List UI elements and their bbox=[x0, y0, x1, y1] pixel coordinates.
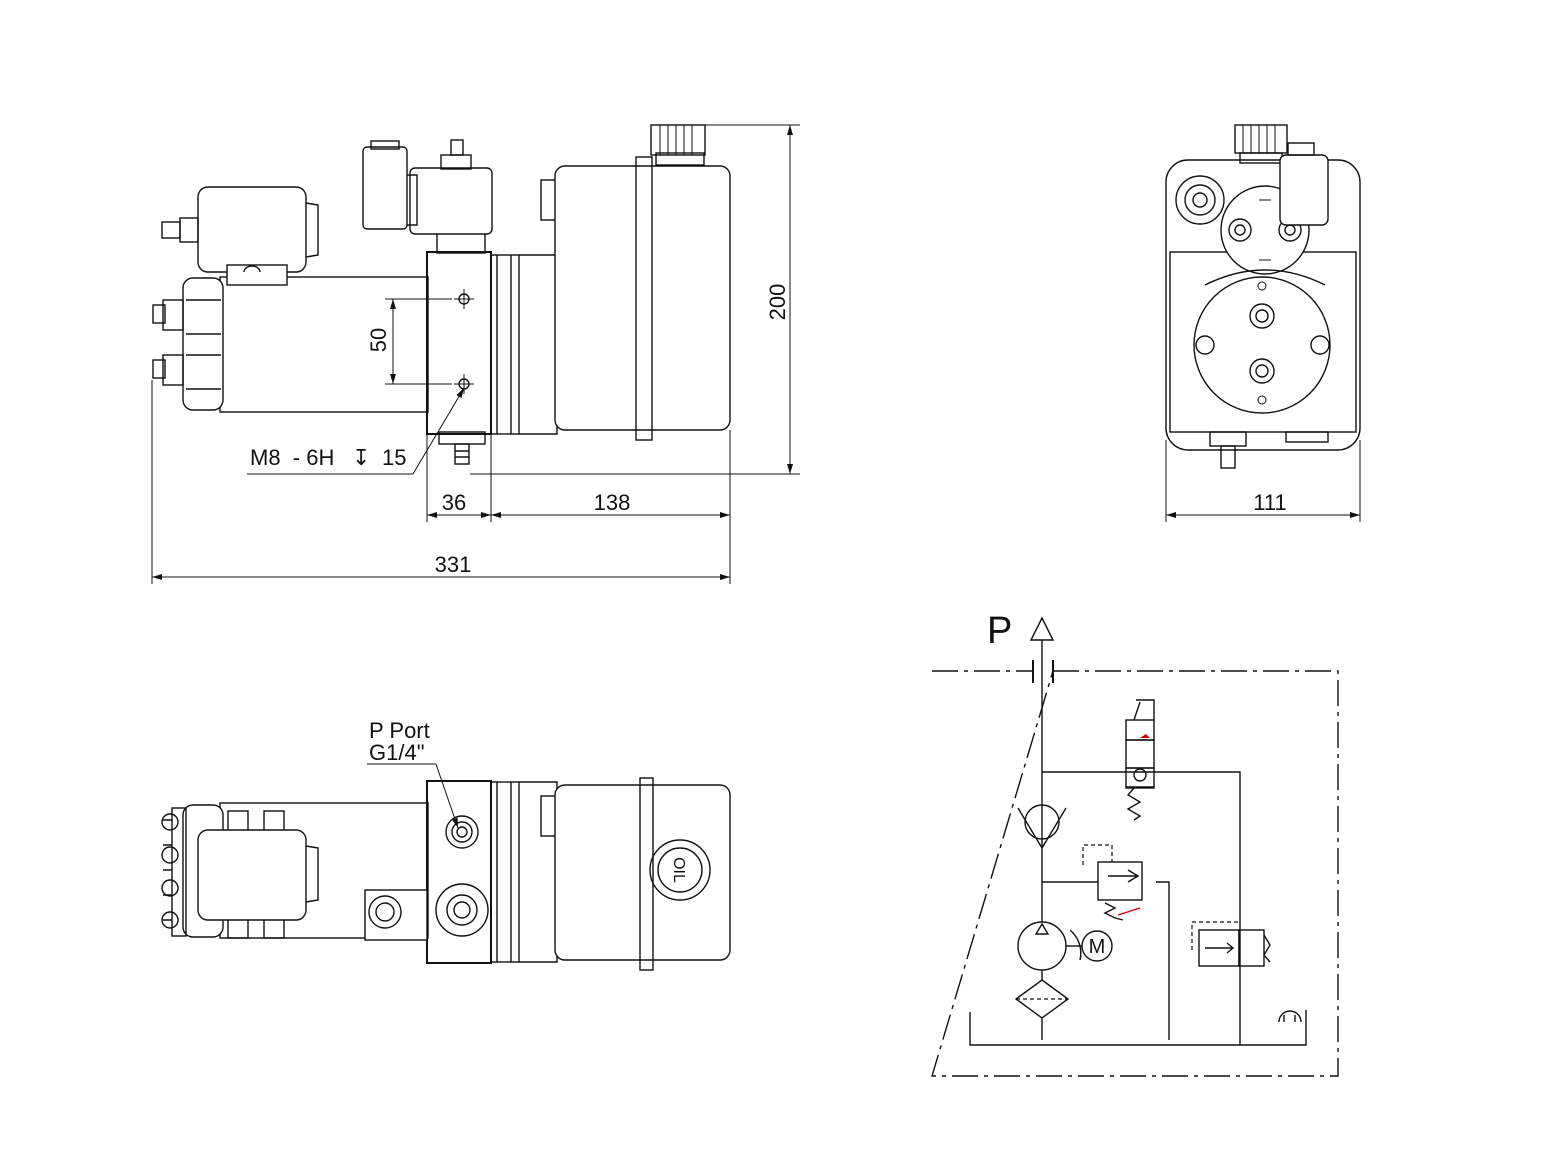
hole-spacing-dimension: 50 bbox=[366, 328, 391, 352]
thread-spec: M8 - 6H bbox=[250, 445, 334, 470]
pressure-port-label: P bbox=[987, 610, 1012, 652]
end-dimensions: 111 bbox=[1165, 440, 1361, 522]
tank bbox=[490, 124, 731, 441]
motor-label: M bbox=[1089, 936, 1106, 958]
filter-symbol bbox=[1014, 970, 1070, 1040]
tank-length-dimension: 138 bbox=[594, 490, 631, 515]
end-view bbox=[1165, 124, 1361, 469]
relief-valve-symbol bbox=[1082, 844, 1143, 921]
check-valve-symbol bbox=[1017, 804, 1067, 850]
pump-motor-symbol: M bbox=[1017, 921, 1113, 971]
directional-valve bbox=[362, 139, 493, 254]
end-width-dimension: 111 bbox=[1253, 490, 1286, 515]
pump-block bbox=[426, 251, 492, 465]
port-label-line1: P Port bbox=[369, 718, 430, 743]
port-callout: P Port G1/4" bbox=[367, 718, 459, 829]
release-solenoid-valve bbox=[1125, 699, 1155, 821]
starter-solenoid bbox=[161, 186, 319, 286]
port-label-line2: G1/4" bbox=[369, 740, 425, 765]
manual-release-valve bbox=[1191, 921, 1271, 967]
height-dimension: 200 bbox=[765, 284, 790, 321]
thread-depth-symbol: ↧ bbox=[352, 445, 370, 470]
block-width-dimension: 36 bbox=[442, 490, 466, 515]
hydraulic-schematic: P bbox=[931, 610, 1339, 1077]
front-view bbox=[152, 124, 731, 465]
motor-body bbox=[152, 276, 429, 413]
top-view: OIL bbox=[161, 777, 731, 971]
front-dimensions: 200 50 36 138 331 M8 - 6H ↧ 15 bbox=[151, 124, 800, 584]
tank-cap-label: OIL bbox=[670, 857, 687, 883]
overall-length-dimension: 331 bbox=[435, 552, 472, 577]
thread-depth: 15 bbox=[382, 445, 406, 470]
